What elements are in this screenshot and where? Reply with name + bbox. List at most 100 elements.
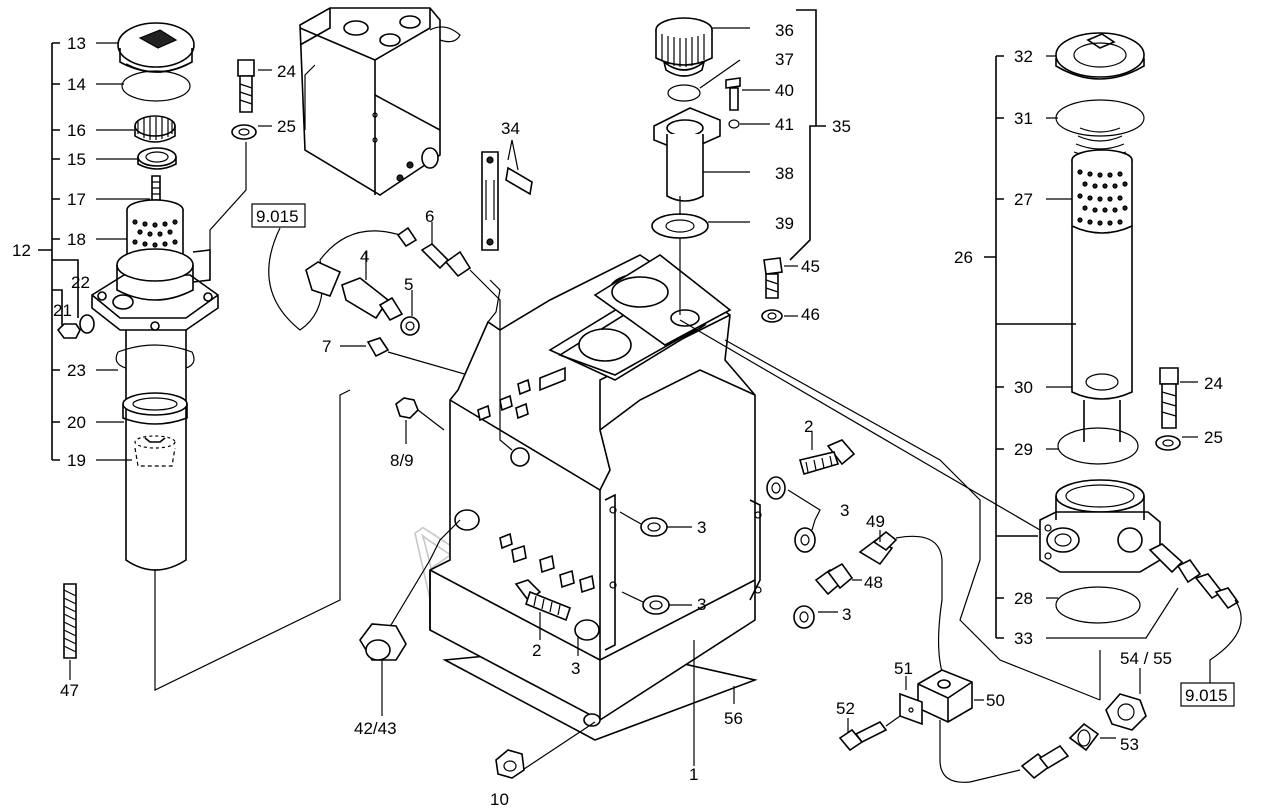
leaders-right [1046,55,1179,639]
label-3-lower: 3 [571,659,580,678]
label-32: 32 [1014,47,1033,66]
line-tube-to-tank [154,389,351,691]
bolt-2-upper [799,432,856,475]
ref-box-right: 9.015 [1180,599,1242,707]
line-sensor-to-tank [487,279,501,323]
label-2-upper: 2 [804,417,813,436]
label-38: 38 [775,164,794,183]
label-40: 40 [775,81,794,100]
line-tank-to-housing [679,319,1041,531]
fitting-49 [858,530,961,701]
label-52: 52 [836,699,855,718]
washer-22 [79,314,95,334]
label-27: 27 [1014,190,1033,209]
label-4: 4 [360,247,369,266]
spring-16 [134,115,176,143]
label-3-d: 3 [842,605,851,624]
bracket-50-51 [899,669,984,726]
label-34: 34 [501,119,520,138]
label-45: 45 [801,257,820,276]
bracket-34 [481,139,533,251]
label-49: 49 [866,512,885,531]
label-33: 33 [1014,629,1033,648]
ring-20 [122,392,188,425]
breather-assembly-35 [651,9,826,315]
label-2-lower: 2 [532,641,541,660]
label-26: 26 [954,248,973,267]
label-36: 36 [775,21,794,40]
label-54-55: 54 / 55 [1120,649,1172,668]
label-21: 21 [53,301,72,320]
label-3-a: 3 [697,518,706,537]
sensor-6 [396,222,472,278]
bracket-26 [984,55,1076,639]
pin-17 [151,175,161,201]
label-14: 14 [67,75,86,94]
oring-14 [121,70,191,102]
ref-box-left: 9.015 [251,203,401,331]
label-37: 37 [775,50,794,69]
label-16: 16 [67,121,86,140]
cap-13 [117,22,195,73]
pipe-fittings-53-55 [939,650,1147,783]
bracket-21-22 [52,259,79,325]
label-17: 17 [67,190,86,209]
suction-filter-assembly [38,22,219,680]
label-7: 7 [322,337,331,356]
label-48: 48 [864,573,883,592]
leader-42-to-tank [381,519,461,641]
label-1: 1 [689,765,698,784]
label-3-c: 3 [840,501,849,520]
label-12: 12 [12,241,31,260]
washer-46 [761,309,798,323]
washer-25-right [1155,435,1198,451]
label-47: 47 [60,681,79,700]
label-30: 30 [1014,378,1033,397]
washer-5 [400,290,420,336]
label-10: 10 [490,790,509,809]
bolt-24-left [237,59,272,113]
leader-10 [514,721,596,776]
ring-15 [137,147,177,170]
washers-3 [619,476,838,629]
valve-block-34 [299,7,461,196]
ref-9015-left: 9.015 [256,207,299,226]
label-25-right: 25 [1204,428,1223,447]
label-35: 35 [832,117,851,136]
label-23: 23 [67,361,86,380]
label-3-b: 3 [697,595,706,614]
label-20: 20 [67,413,86,432]
bolt-52 [838,715,901,752]
label-24-right: 24 [1204,374,1223,393]
bolt-45 [763,257,798,299]
plug-21 [56,323,81,339]
label-31: 31 [1014,109,1033,128]
label-18: 18 [67,230,86,249]
label-41: 41 [775,115,794,134]
label-39: 39 [775,214,794,233]
label-8-9: 8/9 [390,451,414,470]
plug-10 [495,749,525,779]
leaders-left [96,42,150,461]
label-15: 15 [67,150,86,169]
nut-42-43 [359,623,407,661]
filter-housing [91,248,219,331]
label-50: 50 [986,691,1005,710]
label-42-43: 42/43 [354,719,397,738]
line-tank-to-return [724,339,1101,701]
label-46: 46 [801,305,820,324]
label-24-left: 24 [277,62,296,81]
bolt-2-lower [514,579,571,622]
label-6: 6 [425,207,434,226]
bracket-35 [789,9,826,261]
washer-25-left [231,124,272,140]
label-28: 28 [1014,589,1033,608]
suction-tube [125,330,187,571]
label-13: 13 [67,34,86,53]
hydraulic-tank-1 [429,254,762,741]
label-25-left: 25 [277,117,296,136]
label-5: 5 [404,275,413,294]
label-22: 22 [71,273,90,292]
valve-19 [134,435,176,467]
